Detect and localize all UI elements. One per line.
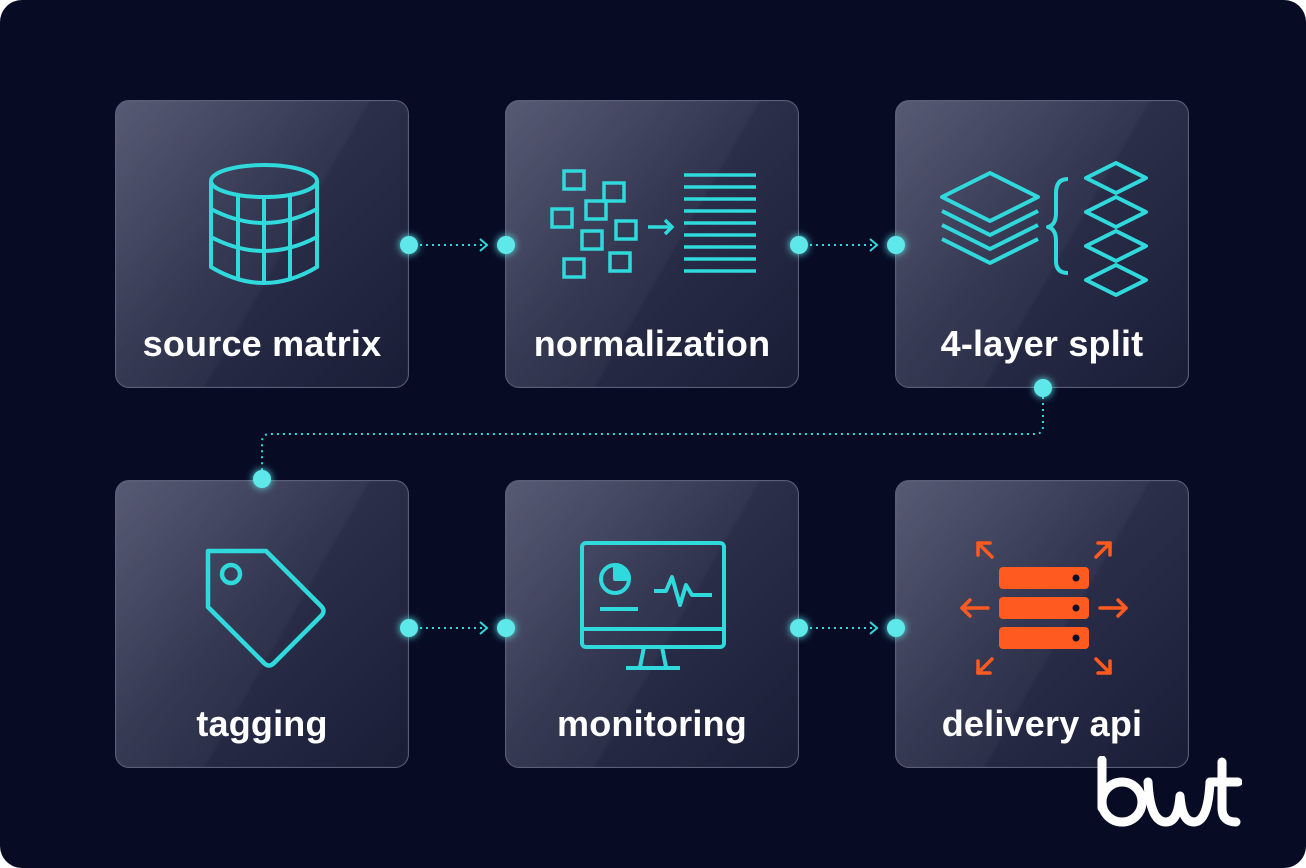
step-label: 4-layer split: [940, 323, 1144, 364]
step-card-tagging: tagging: [115, 480, 409, 768]
step-card-source-matrix: source matrix: [115, 100, 409, 388]
step-card-normalization: normalization: [505, 100, 799, 388]
step-card-4-layer-split: 4-layer split: [895, 100, 1189, 388]
connector-3-4: [253, 379, 1052, 488]
normalize-icon: [550, 169, 756, 279]
monitor-chart-icon: [580, 541, 726, 670]
tag-icon: [205, 548, 326, 668]
connector-5-6: [790, 619, 905, 637]
step-label: tagging: [196, 703, 328, 744]
step-label: normalization: [533, 323, 771, 364]
step-label: monitoring: [557, 703, 747, 744]
step-card-delivery-api: delivery api: [895, 480, 1189, 768]
step-card-monitoring: monitoring: [505, 480, 799, 768]
layers-split-icon: [940, 161, 1148, 297]
connector-1-2: [400, 236, 515, 254]
connector-2-3: [790, 236, 905, 254]
database-icon: [209, 163, 319, 285]
connector-4-5: [400, 619, 515, 637]
step-label: delivery api: [941, 703, 1143, 744]
step-label: source matrix: [142, 323, 382, 364]
server-distribute-icon: [960, 541, 1128, 675]
bwt-logo: [1097, 756, 1242, 827]
